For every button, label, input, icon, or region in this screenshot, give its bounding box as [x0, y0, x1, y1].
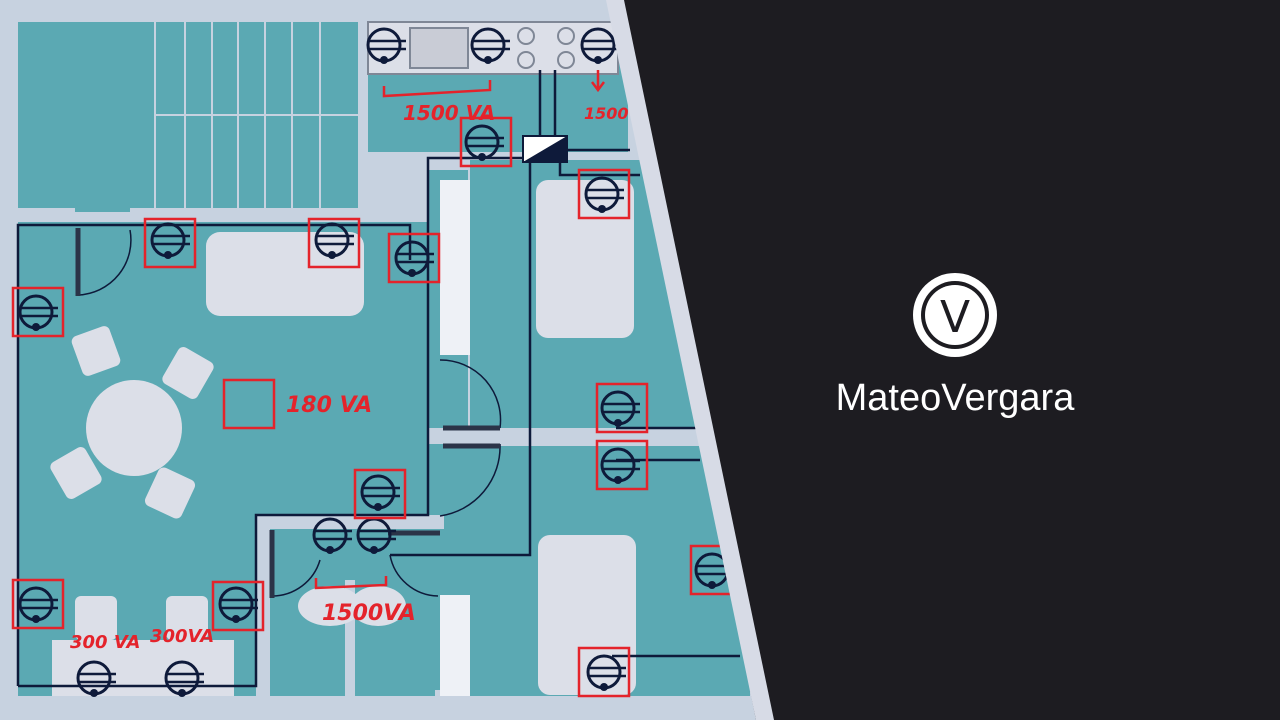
room-stairs: [18, 22, 358, 212]
load-label-kitchen-counter: 1500 VA: [403, 101, 495, 125]
distribution-board: [522, 135, 568, 163]
load-label-desk-left: 300 VA: [70, 632, 140, 653]
door-leaves: [75, 228, 500, 598]
diagonal-divider: [606, 0, 774, 720]
dining-chairs: [50, 326, 214, 519]
bed-top: [536, 180, 634, 338]
dining-table: [86, 380, 182, 476]
load-label-living-light: 180 VA: [286, 393, 372, 418]
doors: [77, 229, 502, 597]
brand-logo-icon: V: [913, 273, 997, 357]
kitchen-sink: [409, 27, 469, 69]
markup-brackets: [314, 70, 605, 590]
load-label-desk-right: 300VA: [150, 626, 214, 647]
stove: [517, 27, 575, 69]
staircase: [154, 22, 358, 210]
brand-logo-letter: V: [940, 292, 970, 343]
bathroom-sink: [298, 586, 362, 626]
load-label-bathroom: 1500VA: [322, 601, 416, 626]
markup-boxes: [11, 116, 743, 698]
brand-block: V MateoVergara: [820, 270, 1090, 420]
ceiling-light-box: [222, 378, 276, 430]
bed-bottom: [538, 535, 636, 695]
plan-area: 1500 VA 1500 VA 180 VA 1500VA 300 VA 300…: [0, 0, 756, 720]
toilet: [350, 586, 406, 626]
brand-name: MateoVergara: [835, 377, 1075, 419]
